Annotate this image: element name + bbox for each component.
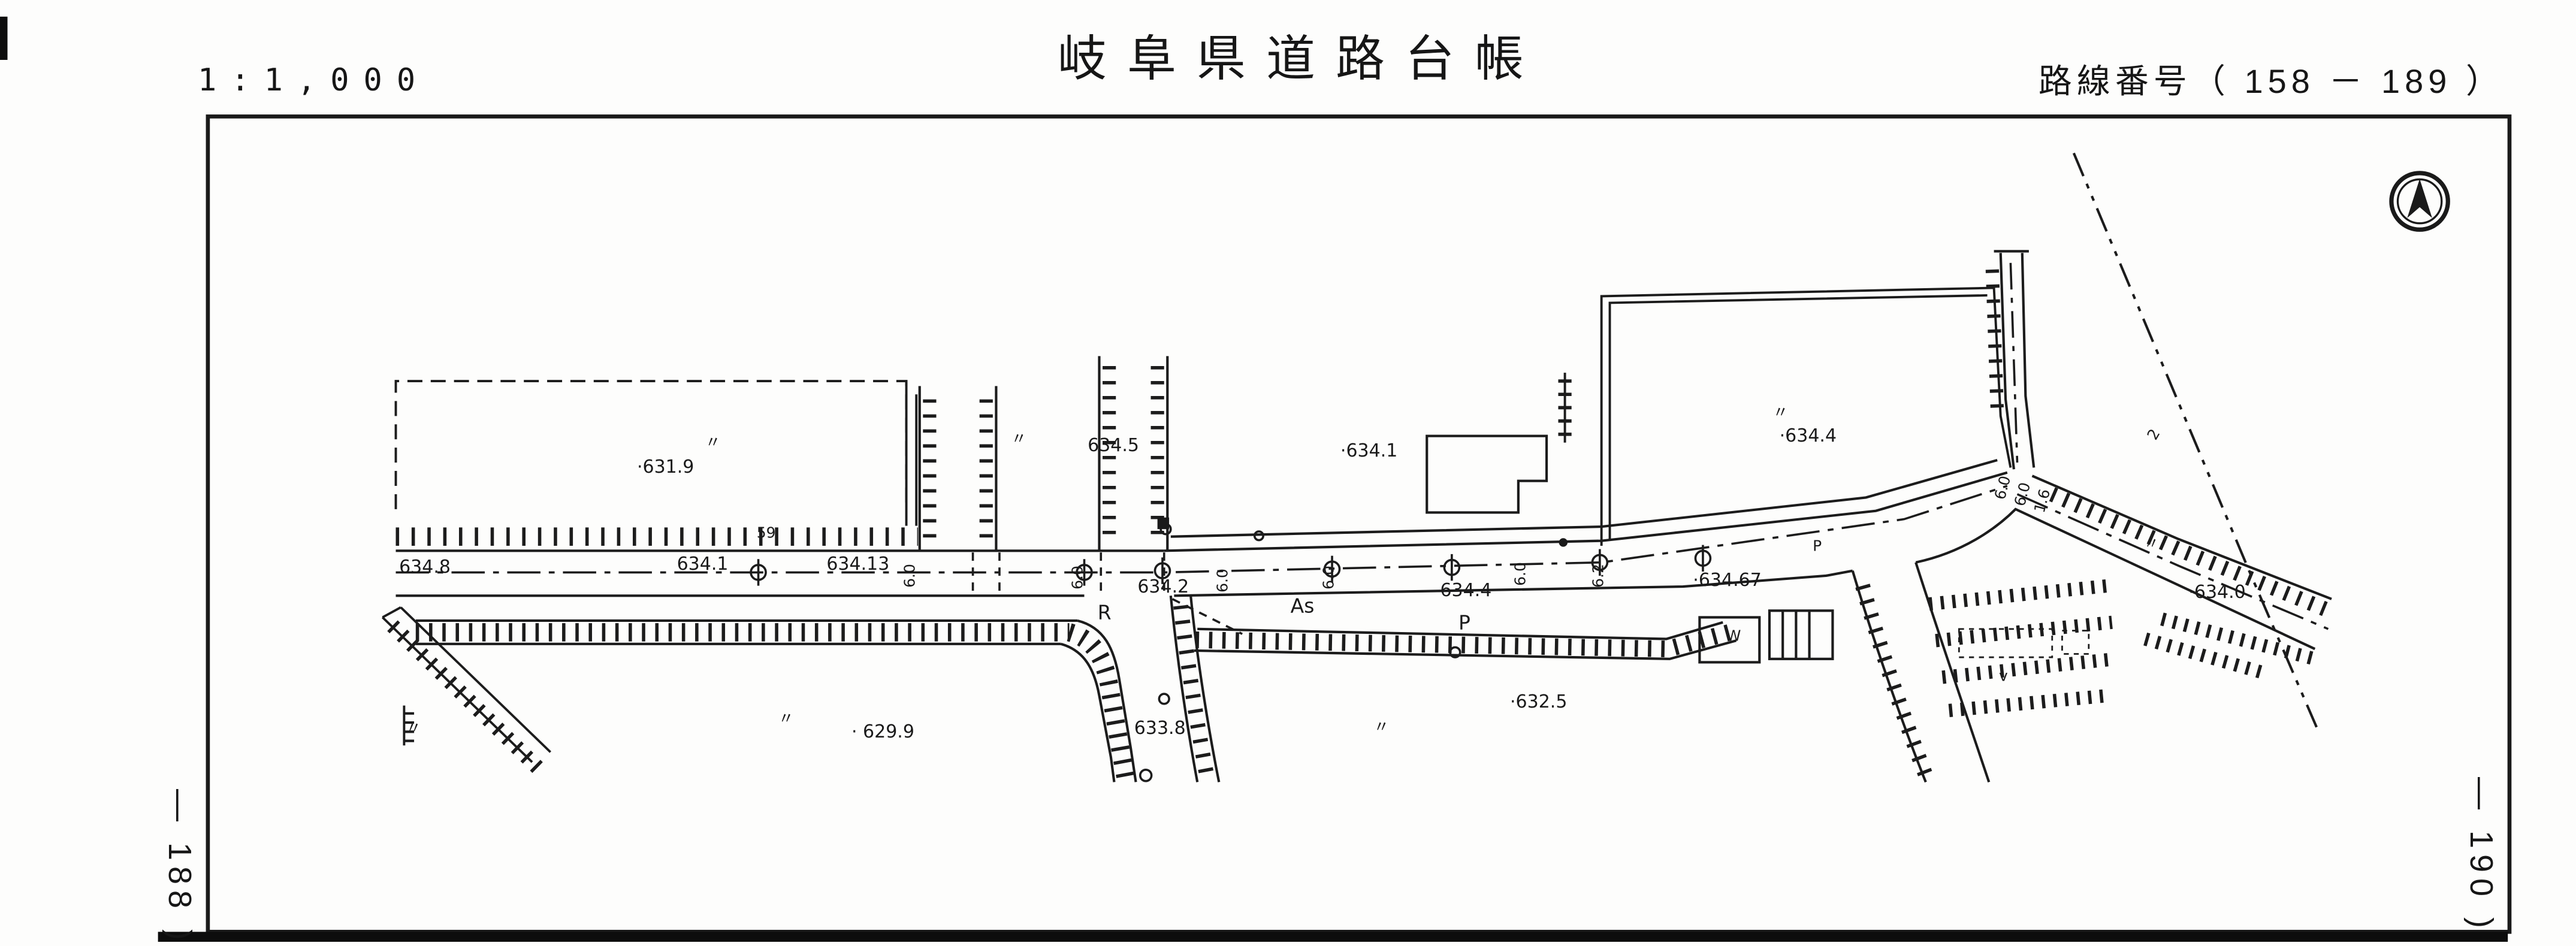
page-title: 岐阜県道路台帳 [1057, 32, 1544, 86]
building-center [1426, 434, 1548, 514]
parcel-boundaries [381, 286, 2012, 763]
embankment-hatching [387, 269, 2328, 781]
boundary-line [2072, 152, 2318, 728]
route-number: 路線番号（ 158 － 189 ） [2038, 62, 2504, 100]
main-road-centerline [395, 485, 2008, 574]
north-arrow-icon [2389, 171, 2450, 232]
buildings [1426, 434, 2090, 664]
adjacent-sheet-left: ― 188 ) [162, 788, 198, 946]
scan-artifacts [0, 16, 2508, 942]
survey-stations [750, 517, 1712, 782]
building-w1 [1698, 616, 1761, 664]
north-road-edges [1999, 253, 2016, 470]
centerlines [395, 152, 2329, 728]
parcel-topright [1600, 286, 2012, 546]
adjacent-sheet-right: ― 190 ) [2463, 776, 2499, 935]
map-frame [206, 114, 2512, 934]
embankment-band-east-lines [1197, 621, 1723, 640]
main-road-top-edge-east [1164, 471, 2008, 552]
map-scale: 1:1,000 [198, 62, 430, 98]
parcel-topleft-dashed [394, 380, 908, 509]
east-road-top-edge [2031, 474, 2332, 600]
road-edges [395, 250, 2332, 783]
main-road-bottom-edge-east [1174, 569, 1853, 597]
building-w2 [1768, 609, 1834, 660]
south-road-right-edges [1169, 596, 1199, 782]
